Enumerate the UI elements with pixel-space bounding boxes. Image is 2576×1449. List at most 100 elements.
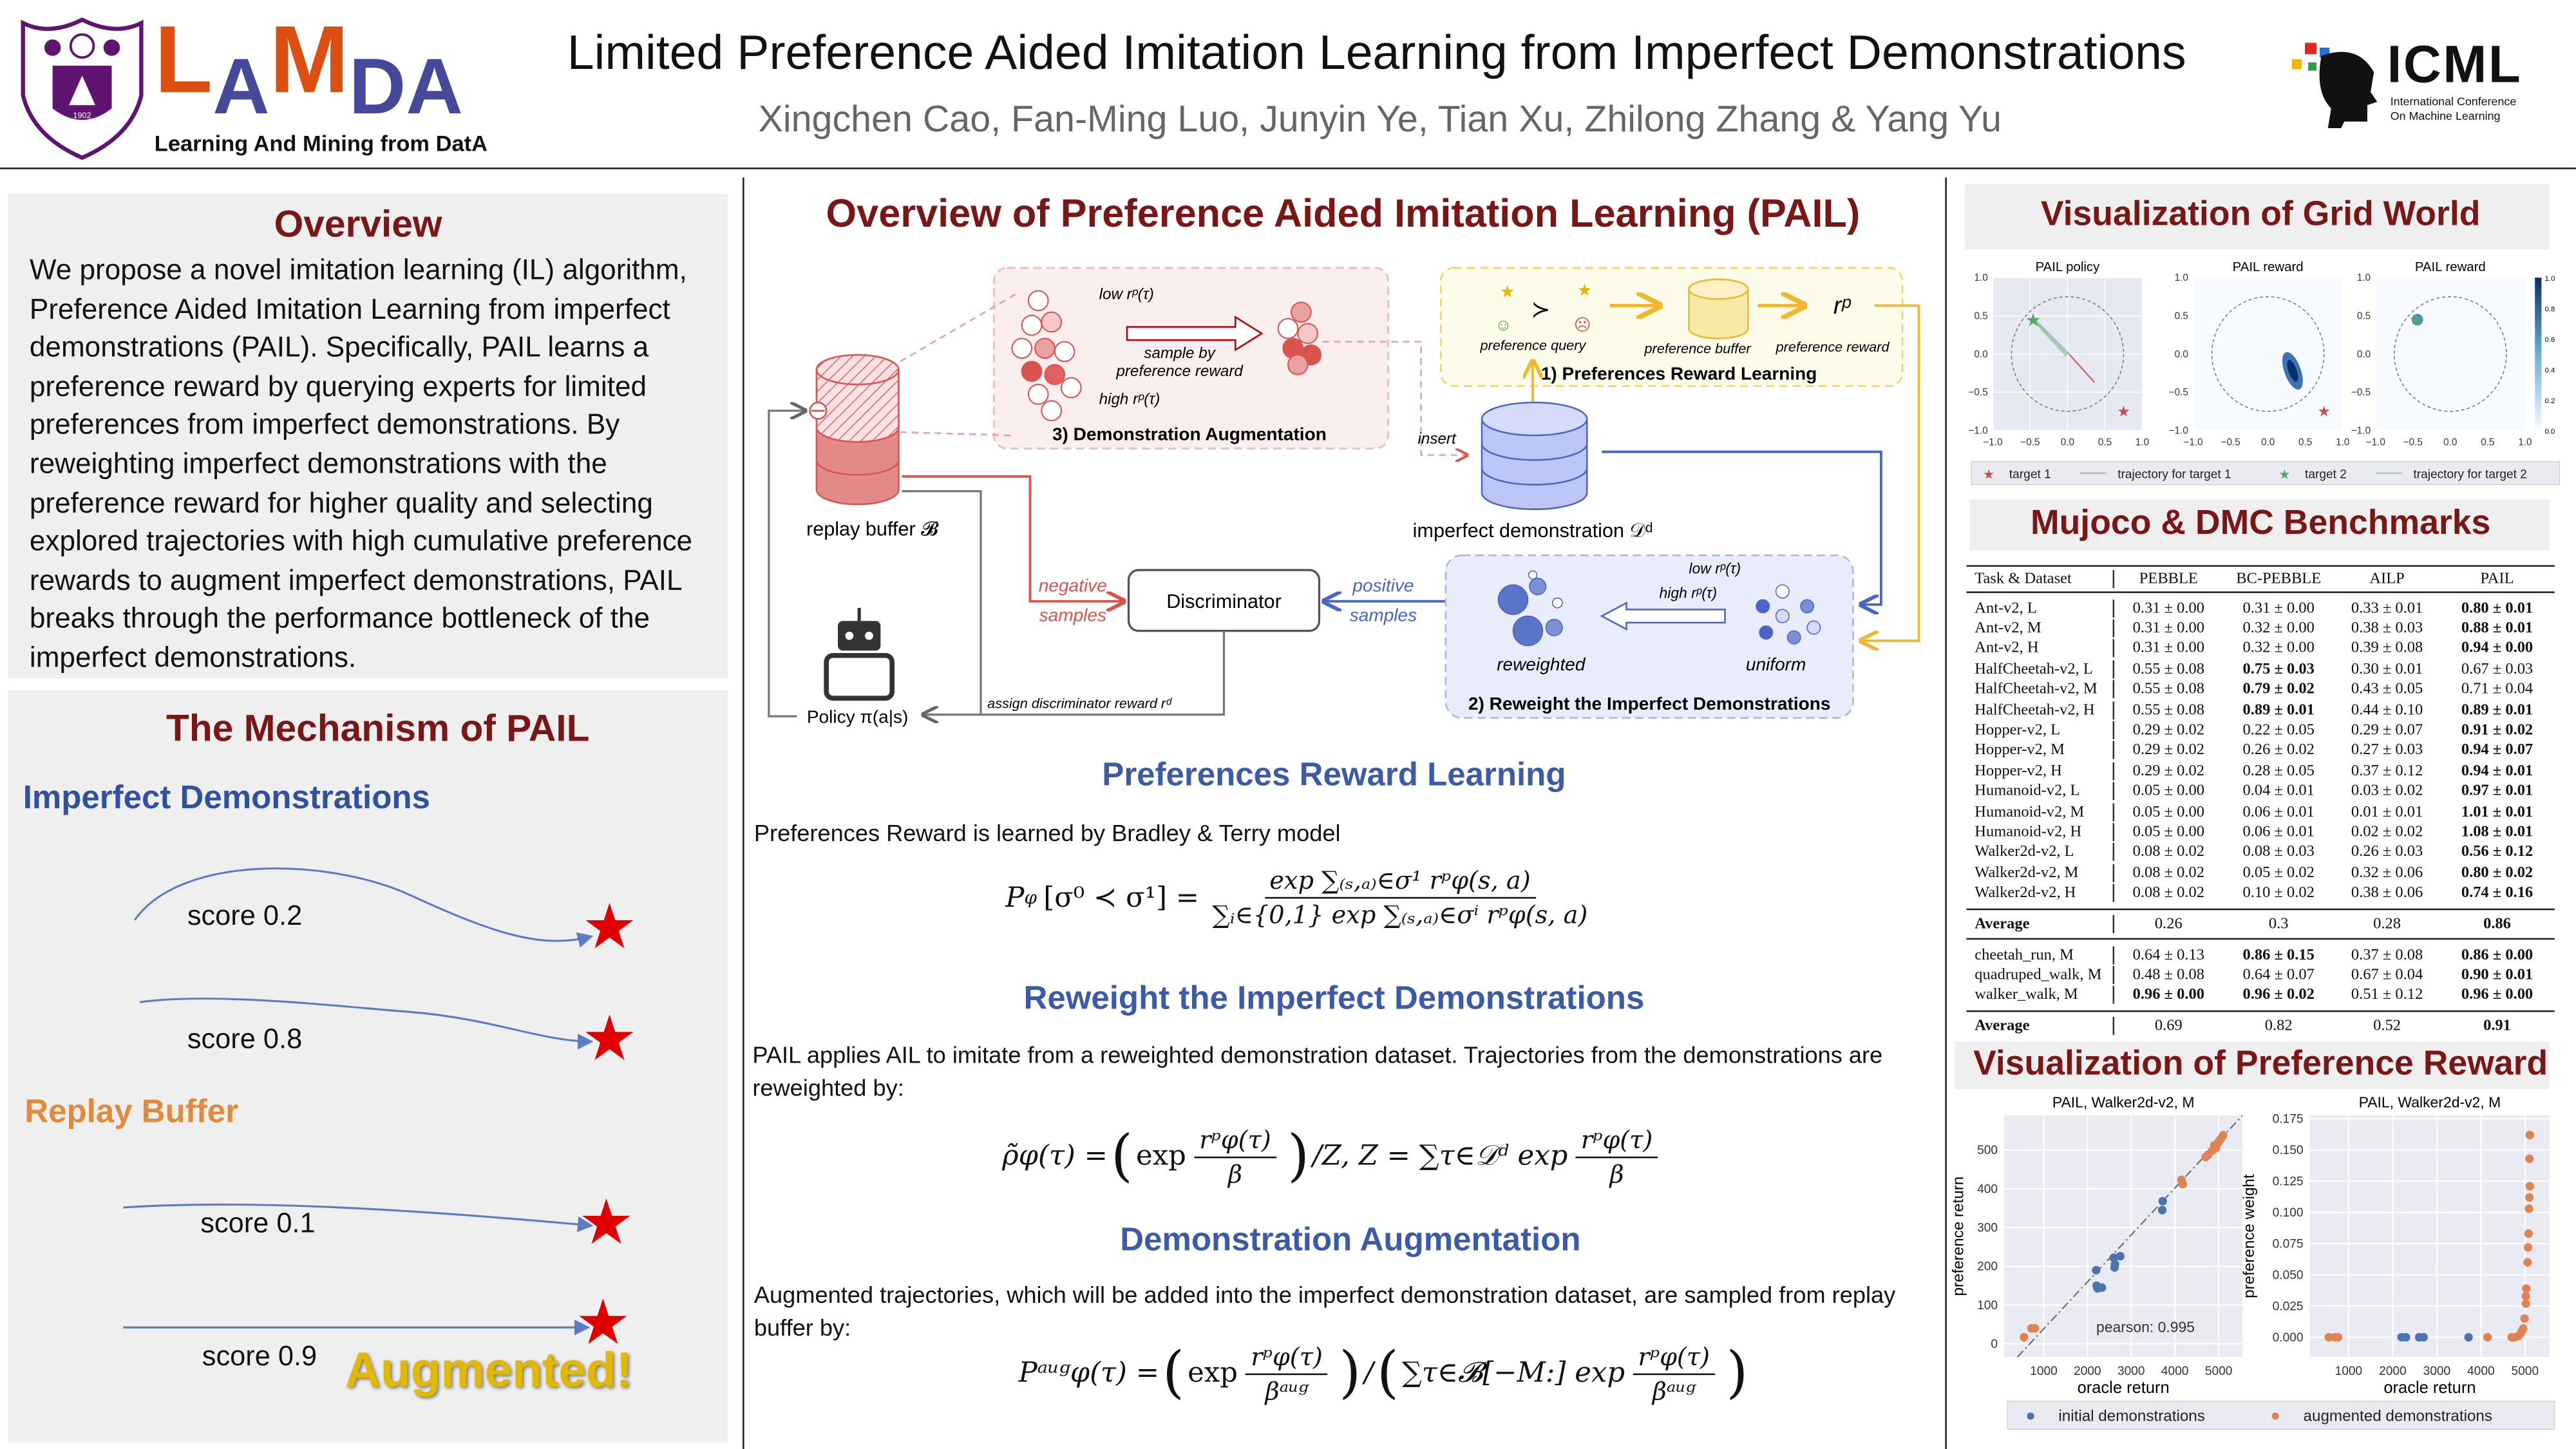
scatter-point xyxy=(2109,1253,2118,1262)
table-cell: 0.64 ± 0.07 xyxy=(2242,965,2315,984)
legend-marker xyxy=(2271,1412,2279,1420)
table-cell-task: HalfCheetah-v2, L xyxy=(1967,660,2115,679)
weight-point xyxy=(2520,1314,2529,1323)
grid-title: Visualization of Grid World xyxy=(2040,195,2481,234)
policy-label: Policy π(a|s) xyxy=(807,706,909,726)
happy-face-icon: ☺ xyxy=(1495,316,1511,334)
table-cell-task: HalfCheetah-v2, H xyxy=(1967,701,2115,719)
weight-point xyxy=(2523,1243,2533,1252)
poster-authors: Xingchen Cao, Fan-Ming Luo, Junyin Ye, T… xyxy=(758,99,2002,140)
eq-fraction: rᵖφ(τ)β xyxy=(1194,1124,1276,1189)
table-cell: 0.79 ± 0.02 xyxy=(2242,680,2315,699)
overview-title: Overview xyxy=(274,202,442,245)
table-cell: 0.91 ± 0.02 xyxy=(2461,721,2533,740)
table-cell: 0.39 ± 0.08 xyxy=(2351,639,2423,658)
star-icon: ★ xyxy=(574,1289,631,1359)
plot-title: PAIL reward xyxy=(2233,260,2304,274)
low-rp-label: low rᵖ(τ) xyxy=(1099,285,1154,303)
bench-title: Mujoco & DMC Benchmarks xyxy=(2030,504,2491,542)
table-cell-task: Walker2d-v2, M xyxy=(1967,864,2115,882)
weight-point xyxy=(2464,1332,2473,1342)
table-cell-task: Task & Dataset xyxy=(1967,570,2115,589)
bench-title-panel xyxy=(1969,499,2550,551)
eq-term: ρ̃φ(τ) = xyxy=(1002,1140,1108,1173)
table-cell-task: Ant-v2, M xyxy=(1967,619,2115,638)
trajectory-target-2 xyxy=(2034,319,2069,355)
weight-point xyxy=(2524,1229,2533,1238)
table-cell: 0.52 xyxy=(2373,1017,2401,1036)
table-cell: 0.86 xyxy=(2483,914,2511,933)
icml-emblem-icon xyxy=(2291,43,2378,128)
table-cell: 0.10 ± 0.02 xyxy=(2242,884,2315,902)
x-tick-label: 1.0 xyxy=(2336,437,2349,448)
positive-samples-label: samples xyxy=(1350,605,1417,625)
eq-term: exp xyxy=(1188,1357,1238,1390)
table-cell: 0.26 xyxy=(2154,914,2183,933)
scatter-point xyxy=(2157,1206,2167,1215)
y-tick-label: 0.0 xyxy=(2175,349,2188,360)
rp-symbol: rᵖ xyxy=(1833,292,1852,319)
eq-denominator: βᵃᵘᵍ xyxy=(1652,1376,1696,1406)
imperfect-demo-label: imperfect demonstration 𝒟ᵈ xyxy=(1413,520,1653,542)
table-cell: 0.38 ± 0.03 xyxy=(2351,619,2423,638)
uniform-label: uniform xyxy=(1746,654,1806,674)
x-tick-label: 3000 xyxy=(2423,1365,2451,1378)
score-label: score 0.8 xyxy=(187,1023,303,1055)
table-cell: 0.28 ± 0.05 xyxy=(2242,762,2315,781)
table-cell: 0.86 ± 0.15 xyxy=(2242,945,2315,964)
table-cell: PAIL xyxy=(2480,570,2514,589)
table-cell: 0.64 ± 0.13 xyxy=(2132,945,2204,964)
weight-point xyxy=(2525,1182,2534,1191)
table-cell: 0.05 ± 0.02 xyxy=(2242,864,2315,882)
table-cell: 0.29 ± 0.02 xyxy=(2132,762,2204,781)
eq-term: / xyxy=(1364,1357,1374,1390)
nju-year: 1902 xyxy=(73,111,91,120)
x-tick-label: 0.5 xyxy=(2481,437,2494,448)
table-cell: 0.03 ± 0.02 xyxy=(2351,782,2423,800)
weight-point xyxy=(2524,1204,2533,1213)
target-2-star-icon: ★ xyxy=(2409,311,2423,328)
table-cell: 0.55 ± 0.08 xyxy=(2132,680,2204,699)
trajectory-target-1 xyxy=(2067,352,2095,383)
reweighted-circles-icon xyxy=(1497,570,1563,647)
table-cell: 0.28 xyxy=(2373,914,2401,933)
y-tick-label: 0.100 xyxy=(2273,1206,2304,1220)
y-axis-label: preference weight xyxy=(2240,1174,2258,1298)
icml-line1: International Conference xyxy=(2390,97,2517,109)
scatter-point xyxy=(2158,1197,2167,1206)
target-1-star-icon: ★ xyxy=(2317,402,2331,419)
table-cell: 0.94 ± 0.00 xyxy=(2461,639,2533,658)
y-tick-label: 0 xyxy=(1991,1338,1998,1351)
reweight-box-title: 2) Reweight the Imperfect Demonstrations xyxy=(1468,694,1831,714)
imperfect-demos-title: Imperfect Demonstrations xyxy=(23,780,430,817)
legend-label: trajectory for target 1 xyxy=(2117,468,2231,481)
trajectory-target-1 xyxy=(2069,354,2095,383)
table-cell: 0.67 ± 0.04 xyxy=(2351,965,2423,984)
table-cell: 0.08 ± 0.02 xyxy=(2132,843,2204,862)
table-cell: 0.08 ± 0.02 xyxy=(2132,864,2204,882)
reweight-equation: ρ̃φ(τ) = (exp rᵖφ(τ)β) /Z, Z = ∑τ∈𝒟ᵈ exp… xyxy=(1002,1124,1666,1189)
augmentation-equation: Pᵃᵘᵍφ(τ) = (exp rᵖφ(τ)βᵃᵘᵍ) / (∑τ∈𝓑[−M:]… xyxy=(1018,1340,1748,1406)
eq-numerator: rᵖφ(τ) xyxy=(1245,1341,1328,1374)
pref-vis-title: Visualization of Preference Reward xyxy=(1973,1045,2548,1083)
table-cell: 0.31 ± 0.00 xyxy=(2242,599,2315,618)
eq-numerator: rᵖφ(τ) xyxy=(1194,1124,1276,1158)
table-cell-task: Average xyxy=(1967,1017,2115,1036)
table-cell-task: Hopper-v2, M xyxy=(1967,741,2115,760)
pref-vis-title-panel xyxy=(1955,1041,2550,1090)
scatter-point xyxy=(2092,1265,2101,1274)
pail-overview-title: Overview of Preference Aided Imitation L… xyxy=(826,192,1861,237)
icml-logo: ICML International Conference On Machine… xyxy=(2291,36,2546,135)
nju-logo: 1902 xyxy=(21,17,144,160)
augmented-label: Augmented! xyxy=(345,1343,633,1398)
scatter-point xyxy=(2110,1263,2119,1272)
table-cell: 0.29 ± 0.07 xyxy=(2351,721,2423,740)
weight-point xyxy=(2522,1284,2531,1293)
table-cell-task: Humanoid-v2, H xyxy=(1967,823,2115,842)
table-cell: 0.96 ± 0.00 xyxy=(2132,986,2204,1005)
